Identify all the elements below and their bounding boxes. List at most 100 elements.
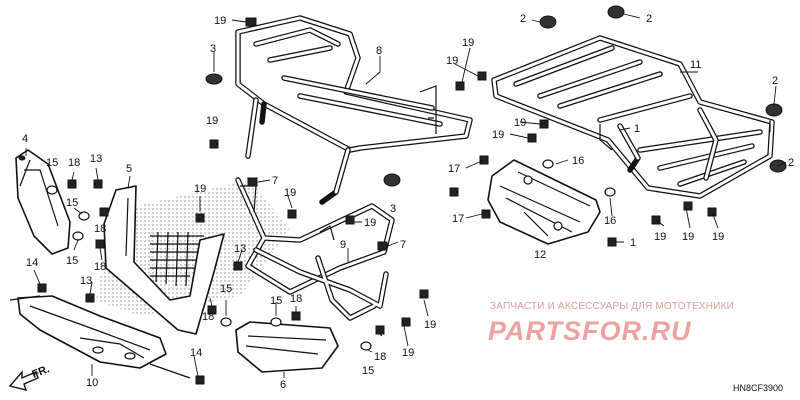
callout-15c: 15 — [66, 255, 78, 267]
watermark-logo: PARTSFOR.RU — [488, 316, 692, 346]
callout-12: 12 — [534, 249, 546, 261]
bolt-19b — [455, 81, 465, 91]
callout-19f: 19 — [492, 129, 504, 141]
callout-19n: 19 — [402, 347, 414, 359]
callout-10: 10 — [86, 377, 98, 389]
callout-18a: 18 — [68, 157, 80, 169]
bolt-18e — [291, 311, 301, 321]
callout-14a: 14 — [26, 257, 38, 269]
callout-16b: 16 — [604, 215, 616, 227]
callout-19m: 19 — [424, 319, 436, 331]
callout-13c: 13 — [234, 243, 246, 255]
bolt-18f — [375, 325, 385, 335]
callout-19e: 19 — [514, 117, 526, 129]
skid-plate[interactable] — [487, 159, 601, 245]
callout-9: 9 — [340, 239, 346, 251]
callout-2b: 2 — [646, 13, 652, 25]
callout-19l: 19 — [364, 217, 376, 229]
bolt-19d — [209, 139, 219, 149]
bolt-13c — [233, 261, 243, 271]
fasteners — [37, 17, 717, 385]
bolt-19m — [419, 289, 429, 299]
grommet-2c — [765, 103, 783, 117]
front-bumper-frame[interactable] — [235, 177, 395, 321]
nut-7a — [247, 177, 258, 187]
collar-15d — [220, 317, 232, 327]
callout-18d: 18 — [202, 311, 214, 323]
bolt-19j — [195, 213, 205, 223]
callout-19h: 19 — [682, 231, 694, 243]
front-center-bracket[interactable] — [96, 180, 290, 335]
callout-15b: 15 — [66, 197, 78, 209]
callout-19b: 19 — [462, 37, 474, 49]
callout-13b: 13 — [80, 275, 92, 287]
collar-15e — [270, 317, 282, 327]
callout-6: 6 — [280, 379, 286, 391]
callout-7b: 7 — [400, 239, 406, 251]
nut-7b — [377, 241, 388, 251]
callout-18b: 18 — [94, 223, 106, 235]
bolt-19l — [345, 215, 355, 225]
rear-carrier-rack[interactable] — [491, 35, 775, 199]
diagram-code: HN8CF3900 — [733, 383, 784, 393]
callouts: 19 3 8 19 19 2 2 11 2 2 19 19 19 1 16 17… — [22, 13, 794, 391]
callout-16a: 16 — [572, 155, 584, 167]
callout-8: 8 — [376, 45, 382, 57]
callout-3a: 3 — [210, 43, 216, 55]
bolt-19e — [539, 119, 549, 129]
bolt-14a — [37, 283, 47, 293]
bolt-14b — [195, 375, 205, 385]
bolt-19k — [287, 209, 297, 219]
watermark-subtitle: ЗАПЧАСТИ И АКСЕССУАРЫ ДЛЯ МОТОТЕХНИКИ — [490, 301, 735, 312]
bolt-17b — [481, 209, 491, 219]
bolt-19f — [527, 133, 537, 143]
collar-15f — [360, 341, 372, 351]
callout-13a: 13 — [90, 153, 102, 165]
front-side-cover[interactable] — [15, 149, 71, 255]
callout-17a: 17 — [448, 163, 460, 175]
callout-2d: 2 — [788, 157, 794, 169]
callout-19g: 19 — [654, 231, 666, 243]
bolt-13b — [85, 293, 95, 303]
grommet-2b — [607, 5, 625, 19]
callout-15f: 15 — [362, 365, 374, 377]
callout-2a: 2 — [520, 13, 526, 25]
callout-1a: 1 — [634, 123, 640, 135]
callout-1b: 1 — [630, 237, 636, 249]
front-carrier-rack[interactable] — [235, 15, 473, 205]
grommet-3b — [383, 173, 401, 187]
callout-11: 11 — [690, 59, 701, 71]
lower-front-guard[interactable] — [9, 295, 191, 379]
callout-15d: 15 — [220, 283, 232, 295]
lower-side-cover[interactable] — [235, 321, 339, 373]
callout-17b: 17 — [452, 213, 464, 225]
callout-19j: 19 — [194, 183, 206, 195]
callout-2c: 2 — [772, 75, 778, 87]
callout-19c: 19 — [446, 55, 458, 67]
callout-18e: 18 — [290, 293, 302, 305]
bolt-18a — [67, 179, 77, 189]
callout-7a: 7 — [272, 175, 278, 187]
grommets — [205, 5, 787, 187]
bolt-19a — [245, 17, 257, 27]
callout-15a: 15 — [46, 157, 58, 169]
collar-16a — [542, 159, 554, 169]
bolt-18c — [95, 239, 105, 249]
bolt-19c — [477, 71, 487, 81]
callout-15e: 15 — [270, 295, 282, 307]
collar-16b — [604, 187, 616, 197]
callout-18f: 18 — [374, 351, 386, 363]
callout-19k: 19 — [284, 187, 296, 199]
front-direction-arrow-icon — [8, 370, 39, 391]
grommet-2a — [539, 15, 557, 29]
callout-14b: 14 — [190, 347, 202, 359]
collar-15c — [72, 231, 84, 241]
collar-15a — [46, 185, 58, 195]
callout-19d: 19 — [206, 115, 218, 127]
callout-3b: 3 — [390, 203, 396, 215]
bolt-19g — [683, 201, 693, 211]
bolt-18b — [99, 207, 109, 217]
callout-18c: 18 — [94, 261, 106, 273]
callout-4: 4 — [22, 133, 28, 145]
